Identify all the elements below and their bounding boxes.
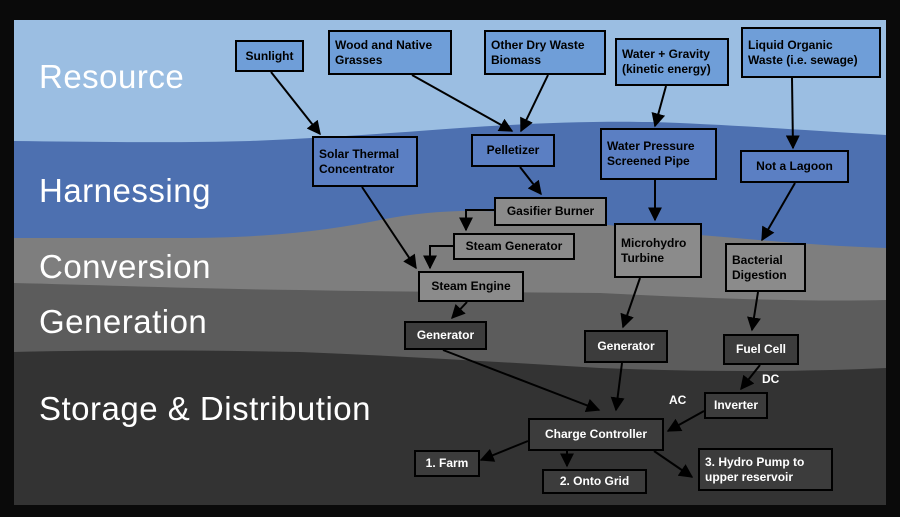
layer-label-storage: Storage & Distribution (39, 390, 371, 427)
node-generator-middle: Generator (584, 330, 668, 363)
layer-label-generation: Generation (39, 303, 208, 340)
arrow-lagoon-bacterial (761, 182, 796, 242)
node-gasifier-burner: Gasifier Burner (494, 197, 607, 226)
node-dry-waste-biomass: Other Dry Waste Biomass (484, 30, 606, 75)
arrow-fuelcell-inverter (740, 364, 761, 391)
node-bacterial-digestion: Bacterial Digestion (725, 243, 806, 292)
node-inverter: Inverter (704, 392, 768, 419)
node-not-a-lagoon: Not a Lagoon (740, 150, 849, 183)
node-steam-generator: Steam Generator (453, 233, 575, 260)
arrow-generator2-charge (610, 362, 625, 412)
node-steam-engine: Steam Engine (418, 271, 524, 302)
arrow-water-pipe (651, 85, 667, 128)
label-ac: AC (669, 393, 687, 407)
arrow-liquid-lagoon (785, 77, 800, 150)
layer-label-harnessing: Harnessing (39, 172, 211, 209)
node-liquid-organic-waste: Liquid Organic Waste (i.e. sewage) (741, 27, 881, 78)
node-wood-grasses: Wood and Native Grasses (328, 30, 452, 75)
layer-label-conversion: Conversion (39, 248, 211, 285)
layer-label-resource: Resource (39, 58, 185, 95)
arrow-generator-charge (442, 349, 601, 413)
node-solar-thermal-concentrator: Solar Thermal Concentrator (312, 136, 418, 187)
arrow-steamgen-engine (423, 245, 453, 270)
node-charge-controller: Charge Controller (528, 418, 664, 451)
node-pelletizer: Pelletizer (471, 134, 555, 167)
node-sunlight: Sunlight (235, 40, 304, 72)
node-farm: 1. Farm (414, 450, 480, 477)
node-generator-left: Generator (404, 321, 487, 350)
arrow-gasifier-steamgen (459, 209, 494, 232)
node-fuel-cell: Fuel Cell (723, 334, 799, 365)
arrow-engine-generator (451, 301, 468, 320)
node-hydro-pump: 3. Hydro Pump to upper reservoir (698, 448, 833, 491)
node-water-gravity: Water + Gravity (kinetic energy) (615, 38, 729, 86)
node-microhydro-turbine: Microhydro Turbine (614, 223, 702, 278)
node-onto-grid: 2. Onto Grid (542, 469, 647, 494)
arrow-microhydro-generator (620, 277, 641, 329)
arrow-charge-pump (653, 450, 694, 478)
node-water-pressure-pipe: Water Pressure Screened Pipe (600, 128, 717, 180)
arrow-inverter-charge (666, 410, 705, 432)
arrow-sunlight-concentrator (270, 71, 321, 136)
arrow-wood-pelletizer (411, 74, 514, 132)
arrow-pelletizer-gasifier (519, 166, 542, 196)
label-dc: DC (762, 372, 780, 386)
arrow-concentrator-engine (361, 186, 417, 270)
arrow-charge-farm (479, 440, 529, 462)
arrow-bacterial-fuelcell (747, 291, 761, 332)
arrow-drywaste-pelletizer (520, 74, 549, 133)
